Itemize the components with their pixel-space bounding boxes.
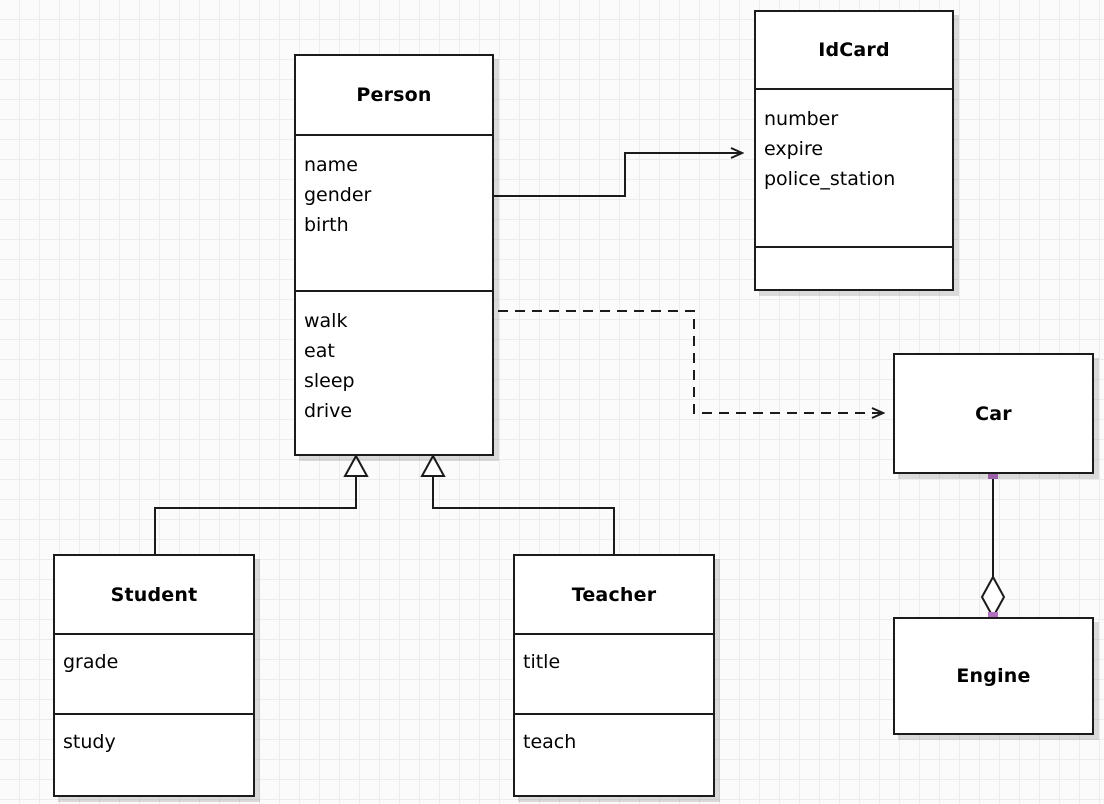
operation-item: drive: [304, 400, 353, 422]
generalization-triangle: [420, 453, 446, 477]
class-teacher-name: Teacher: [571, 583, 657, 606]
class-engine-name: Engine: [956, 665, 1031, 687]
generalization-triangle: [343, 453, 369, 477]
attribute-item: name: [304, 154, 358, 176]
edge-student-person[interactable]: [154, 453, 369, 554]
operation-item: eat: [304, 340, 335, 362]
attribute-item: title: [523, 651, 561, 673]
class-person-operations-compartment: walk eat sleep drive: [296, 292, 492, 454]
class-teacher-operations-compartment: teach: [515, 715, 713, 795]
class-student-attributes-compartment: grade: [55, 635, 253, 715]
edge-handle-car-end[interactable]: [988, 469, 998, 479]
class-car[interactable]: Car: [893, 353, 1094, 474]
edge-car-engine[interactable]: [980, 474, 1006, 620]
class-engine[interactable]: Engine: [893, 617, 1094, 735]
class-person[interactable]: Person name gender birth walk eat sleep …: [294, 54, 494, 456]
class-teacher[interactable]: Teacher title teach: [513, 554, 715, 797]
class-teacher-attributes-compartment: title: [515, 635, 713, 715]
attribute-item: number: [764, 108, 839, 130]
attribute-item: birth: [304, 214, 349, 236]
class-idcard-title-compartment: IdCard: [756, 12, 952, 90]
operation-item: teach: [523, 731, 577, 753]
aggregation-diamond: [980, 574, 1006, 620]
attribute-item: gender: [304, 184, 372, 206]
class-student-name: Student: [110, 583, 198, 606]
class-car-title-compartment: Car: [895, 355, 1092, 472]
edge-person-car[interactable]: [498, 310, 883, 413]
operation-item: walk: [304, 310, 348, 332]
class-student-title-compartment: Student: [55, 556, 253, 635]
class-car-name: Car: [975, 402, 1012, 425]
attribute-item: grade: [63, 651, 119, 673]
edge-teacher-person[interactable]: [420, 453, 615, 554]
class-student-operations-compartment: study: [55, 715, 253, 795]
class-person-name: Person: [356, 84, 432, 106]
class-person-attributes-compartment: name gender birth: [296, 136, 492, 292]
operation-item: sleep: [304, 370, 355, 392]
edge-person-idcard[interactable]: [494, 153, 742, 197]
class-person-title-compartment: Person: [296, 56, 492, 136]
class-idcard-operations-compartment: [756, 248, 952, 289]
operation-item: study: [63, 731, 116, 753]
class-teacher-title-compartment: Teacher: [515, 556, 713, 635]
class-student[interactable]: Student grade study: [53, 554, 255, 797]
class-idcard-name: IdCard: [818, 39, 890, 61]
class-idcard[interactable]: IdCard number expire police_station: [754, 10, 954, 291]
attribute-item: expire: [764, 138, 824, 160]
class-idcard-attributes-compartment: number expire police_station: [756, 90, 952, 248]
attribute-item: police_station: [764, 168, 896, 190]
class-engine-title-compartment: Engine: [895, 619, 1092, 733]
